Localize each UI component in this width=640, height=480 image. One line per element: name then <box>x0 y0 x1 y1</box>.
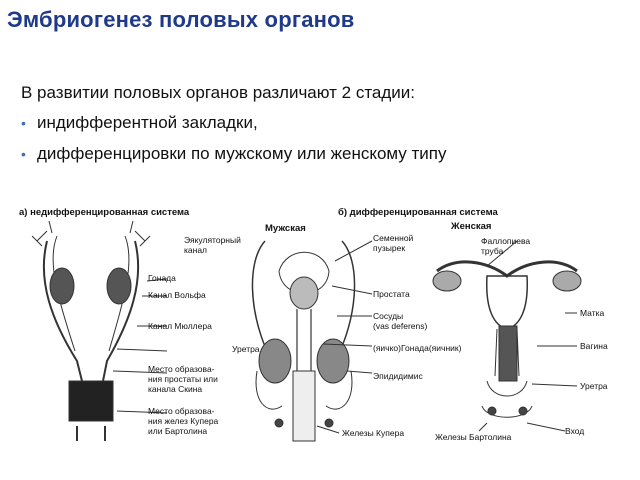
label-muller-canal: Канал Мюллера <box>148 321 212 331</box>
label-male: Мужская <box>265 223 306 234</box>
label-urethra-female: Уретра <box>580 381 608 391</box>
label-gonad-testis-ovary: (яичко)Гонада(яичник) <box>373 343 462 353</box>
label-entrance: Вход <box>565 426 585 436</box>
list-item: • индифферентной закладки, <box>21 113 447 144</box>
female-drawing <box>432 240 582 432</box>
label-epididymis: Эпидидимис <box>373 371 423 381</box>
undifferentiated-drawing <box>31 220 168 441</box>
bullet-list: • индифферентной закладки, • дифференциров… <box>21 113 447 175</box>
male-drawing <box>251 240 373 442</box>
label-cowper-glands: Железы Купера <box>342 428 405 438</box>
slide-title: Эмбриогенез половых органов <box>7 7 355 32</box>
label-bartholin-glands: Железы Бартолина <box>435 432 512 442</box>
label-gonad: Гонада <box>148 273 176 283</box>
label-vagina: Вагина <box>580 341 608 351</box>
list-item: • дифференцировки по мужскому или женском… <box>21 144 447 175</box>
bullet-icon: • <box>21 115 26 131</box>
label-vessels: Сосуды (vas deferens) <box>373 311 428 331</box>
label-urethra-male: Уретра <box>232 344 260 354</box>
header-undifferentiated: а) недифференцированная система <box>19 207 190 218</box>
bullet-text: дифференцировки по мужскому или женскому… <box>37 144 447 163</box>
label-fallopian-tube: Фаллопиева труба <box>481 236 531 256</box>
label-prostate-site: Место образова- ния простаты или канала … <box>148 364 218 394</box>
label-wolff-canal: Канал Вольфа <box>148 290 206 300</box>
label-prostate: Простата <box>373 289 410 299</box>
intro-text: В развитии половых органов различают 2 с… <box>21 83 416 102</box>
anatomy-illustration <box>31 220 582 442</box>
label-cowper-site: Место образова- ния желез Купера или Бар… <box>148 406 219 436</box>
anatomy-figure: а) недифференцированная система б) диффе… <box>17 201 623 448</box>
header-differentiated: б) дифференцированная система <box>338 207 498 218</box>
bullet-text: индифферентной закладки, <box>37 113 258 132</box>
bullet-icon: • <box>21 146 26 162</box>
label-female: Женская <box>451 221 492 232</box>
label-uterus: Матка <box>580 308 605 318</box>
label-seminal-vesicle: Семенной пузырек <box>373 233 414 253</box>
label-ejaculatory-canal: Эякуляторный канал <box>184 235 241 255</box>
